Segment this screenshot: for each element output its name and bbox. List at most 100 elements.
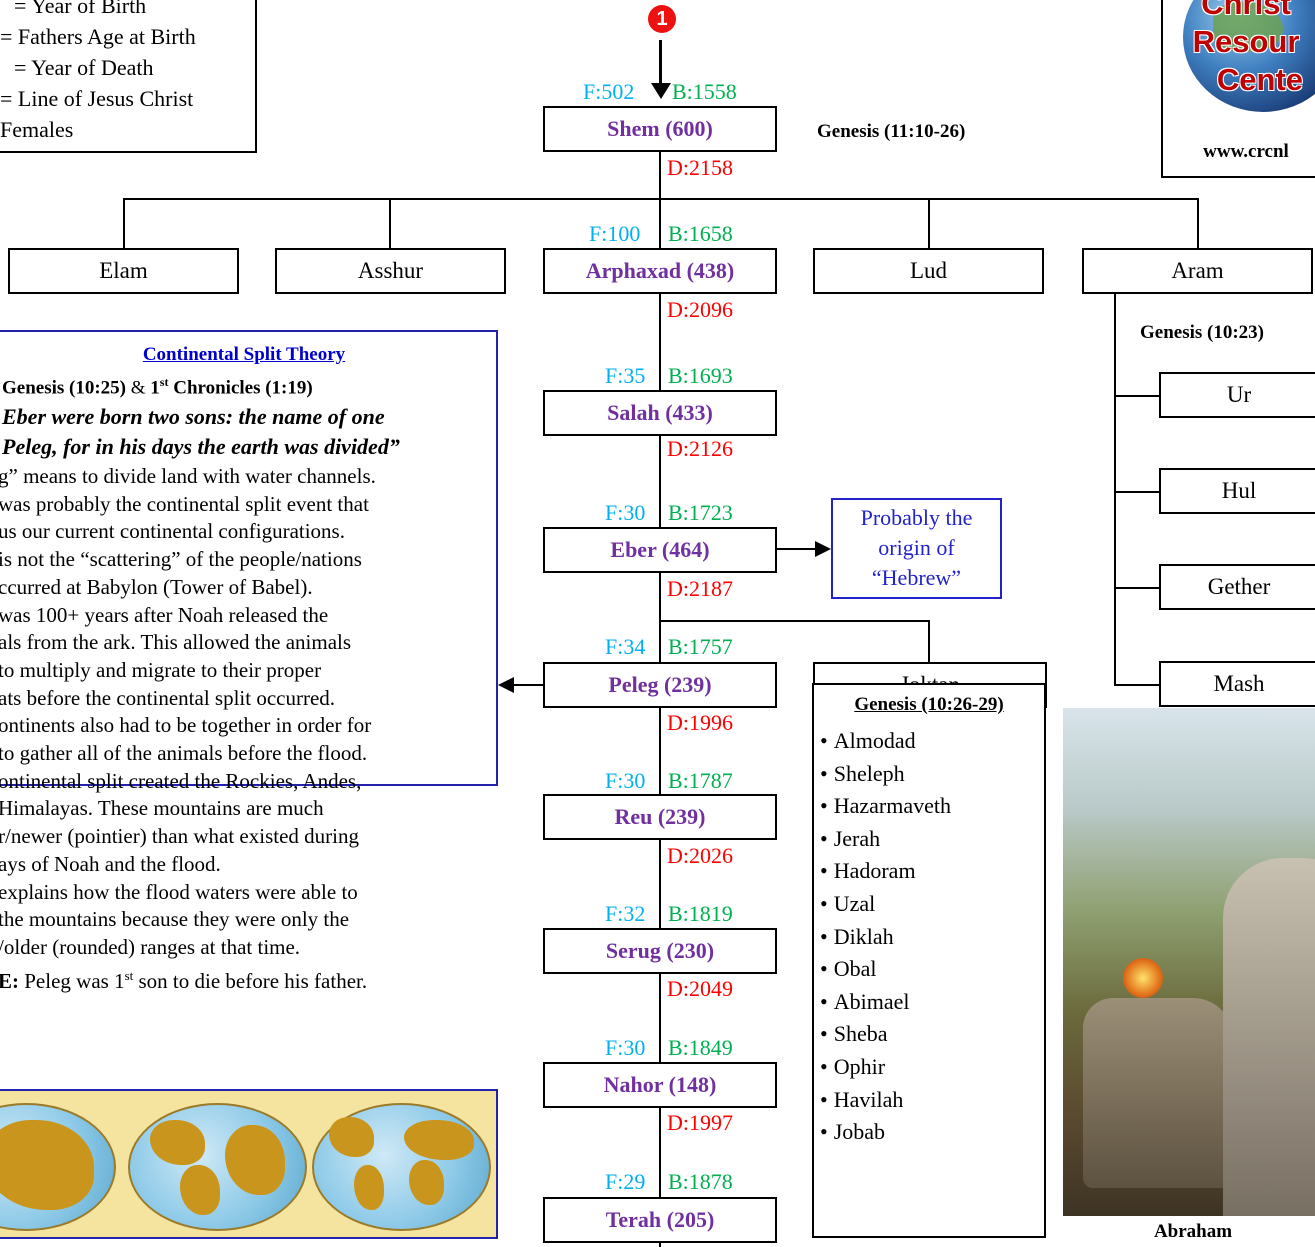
salah-birth: B:1693: [668, 363, 733, 388]
continental-split-panel: Continental Split Theory Genesis (10:25)…: [0, 330, 498, 993]
landmass: [409, 1160, 444, 1205]
note-text: son to die before his father.: [133, 968, 368, 993]
continental-maps-image: [0, 1089, 498, 1239]
reu-birth: B:1787: [668, 768, 733, 793]
legend-father-age: = Fathers Age at Birth: [0, 24, 196, 49]
joktan-sons: Almodad Sheleph Hazarmaveth Jerah Hadora…: [820, 725, 951, 1149]
legend-line-of-christ: = Line of Jesus Christ: [0, 86, 194, 111]
hebrew-note-line: Probably the: [860, 505, 973, 530]
nahor-father-age: F:30: [605, 1035, 646, 1060]
eber-father-age: F:30: [605, 500, 646, 525]
hebrew-note-line: “Hebrew”: [871, 565, 962, 590]
peleg-birth: B:1757: [668, 634, 733, 659]
altar-rock: [1083, 998, 1233, 1188]
arrow-right-icon: [815, 541, 831, 557]
arrow-line: [512, 684, 543, 686]
connector: [389, 198, 391, 248]
para-line: ontinental split created the Rockies, An…: [0, 768, 362, 793]
landmass: [180, 1165, 220, 1215]
quote-line: Peleg, for in his days the earth was div…: [2, 434, 400, 459]
peleg-father-age: F:34: [605, 634, 646, 659]
person-aram: Aram: [1082, 248, 1313, 294]
arrow-line: [777, 548, 817, 550]
landmass: [404, 1120, 474, 1160]
list-item: Sheleph: [820, 758, 951, 791]
terah-birth: B:1878: [668, 1169, 733, 1194]
globe-icon: [128, 1103, 307, 1231]
nahor-birth: B:1849: [668, 1035, 733, 1060]
arphaxad-birth: B:1658: [668, 221, 733, 246]
person-nahor: Nahor (148): [543, 1062, 777, 1108]
connector: [659, 1243, 661, 1247]
logo-text-1: Christ: [1201, 0, 1291, 21]
list-item: Jobab: [820, 1116, 951, 1149]
para-line: g” means to divide land with water chann…: [0, 464, 376, 488]
list-item: Uzal: [820, 888, 951, 921]
list-item: Havilah: [820, 1084, 951, 1117]
landmass: [225, 1125, 285, 1195]
para-line: is not the “scattering” of the people/na…: [0, 547, 362, 572]
person-reu: Reu (239): [543, 794, 777, 840]
theory-quote: Eber were born two sons: the name of one…: [2, 402, 494, 462]
joktan-sons-list: Genesis (10:26-29) Almodad Sheleph Hazar…: [812, 683, 1046, 1238]
connector: [659, 436, 661, 527]
connector: [123, 198, 125, 248]
connector: [659, 294, 661, 390]
connector: [928, 620, 930, 662]
para-line: ccurred at Babylon (Tower of Babel).: [0, 574, 313, 599]
person-arphaxad: Arphaxad (438): [543, 248, 777, 294]
person-serug: Serug (230): [543, 928, 777, 974]
list-item: Hazarmaveth: [820, 790, 951, 823]
joktan-connector: [659, 620, 930, 622]
arrow-down-icon: [651, 83, 671, 99]
nahor-death: D:1997: [667, 1110, 733, 1135]
person-asshur: Asshur: [275, 248, 506, 294]
connector: [659, 708, 661, 794]
salah-death: D:2126: [667, 436, 733, 461]
shem-father-age: F:502: [583, 79, 635, 104]
subtitle-amp: &: [126, 377, 151, 399]
aram-connector: [1114, 294, 1116, 685]
arphaxad-father-age: F:100: [589, 221, 641, 246]
person-hul: Hul: [1159, 468, 1315, 514]
globe-icon: [312, 1103, 491, 1231]
para-line: was 100+ years after Noah released the: [0, 602, 329, 627]
para-line: ats before the continental split occurre…: [0, 685, 336, 710]
connector: [928, 198, 930, 248]
shem-scripture-ref: Genesis (11:10-26): [817, 121, 966, 142]
number-marker: 1: [648, 5, 676, 33]
para-line: Himalayas. These mountains are much: [0, 796, 324, 821]
list-item: Hadoram: [820, 855, 951, 888]
landmass: [329, 1117, 374, 1157]
logo: Christ Resour Cente www.crcnl: [1161, 0, 1315, 178]
note-label: E:: [0, 968, 19, 993]
para-line: was probably the continental split event…: [0, 491, 369, 516]
landmass: [354, 1165, 384, 1210]
arrow-line: [659, 40, 662, 85]
legend-females: Females: [0, 117, 74, 142]
connector: [1197, 198, 1199, 248]
legend-box: = Year of Birth = Fathers Age at Birth =…: [0, 0, 257, 153]
theory-subtitle: Genesis (10:25) & 1st Chronicles (1:19): [2, 375, 313, 399]
arrow-left-icon: [498, 677, 514, 693]
note-text: Peleg was 1: [19, 968, 125, 993]
sons-connector: [123, 198, 1199, 200]
serug-birth: B:1819: [668, 901, 733, 926]
logo-url: www.crcnl: [1203, 141, 1289, 162]
abraham-painting: [1063, 708, 1315, 1216]
logo-text-2: Resour: [1192, 24, 1300, 59]
globe-icon: [0, 1103, 116, 1231]
hebrew-note-line: origin of: [878, 535, 955, 560]
person-eber: Eber (464): [543, 527, 777, 573]
person-lud: Lud: [813, 248, 1044, 294]
eber-birth: B:1723: [668, 500, 733, 525]
fire-icon: [1123, 958, 1163, 998]
connector: [1114, 395, 1159, 397]
list-item: Jerah: [820, 823, 951, 856]
para-line: us our current continental configuration…: [0, 519, 345, 544]
person-peleg: Peleg (239): [543, 662, 777, 708]
reu-father-age: F:30: [605, 768, 646, 793]
subtitle-sup: st: [159, 375, 169, 389]
note-sup: st: [124, 967, 134, 983]
serug-death: D:2049: [667, 976, 733, 1001]
